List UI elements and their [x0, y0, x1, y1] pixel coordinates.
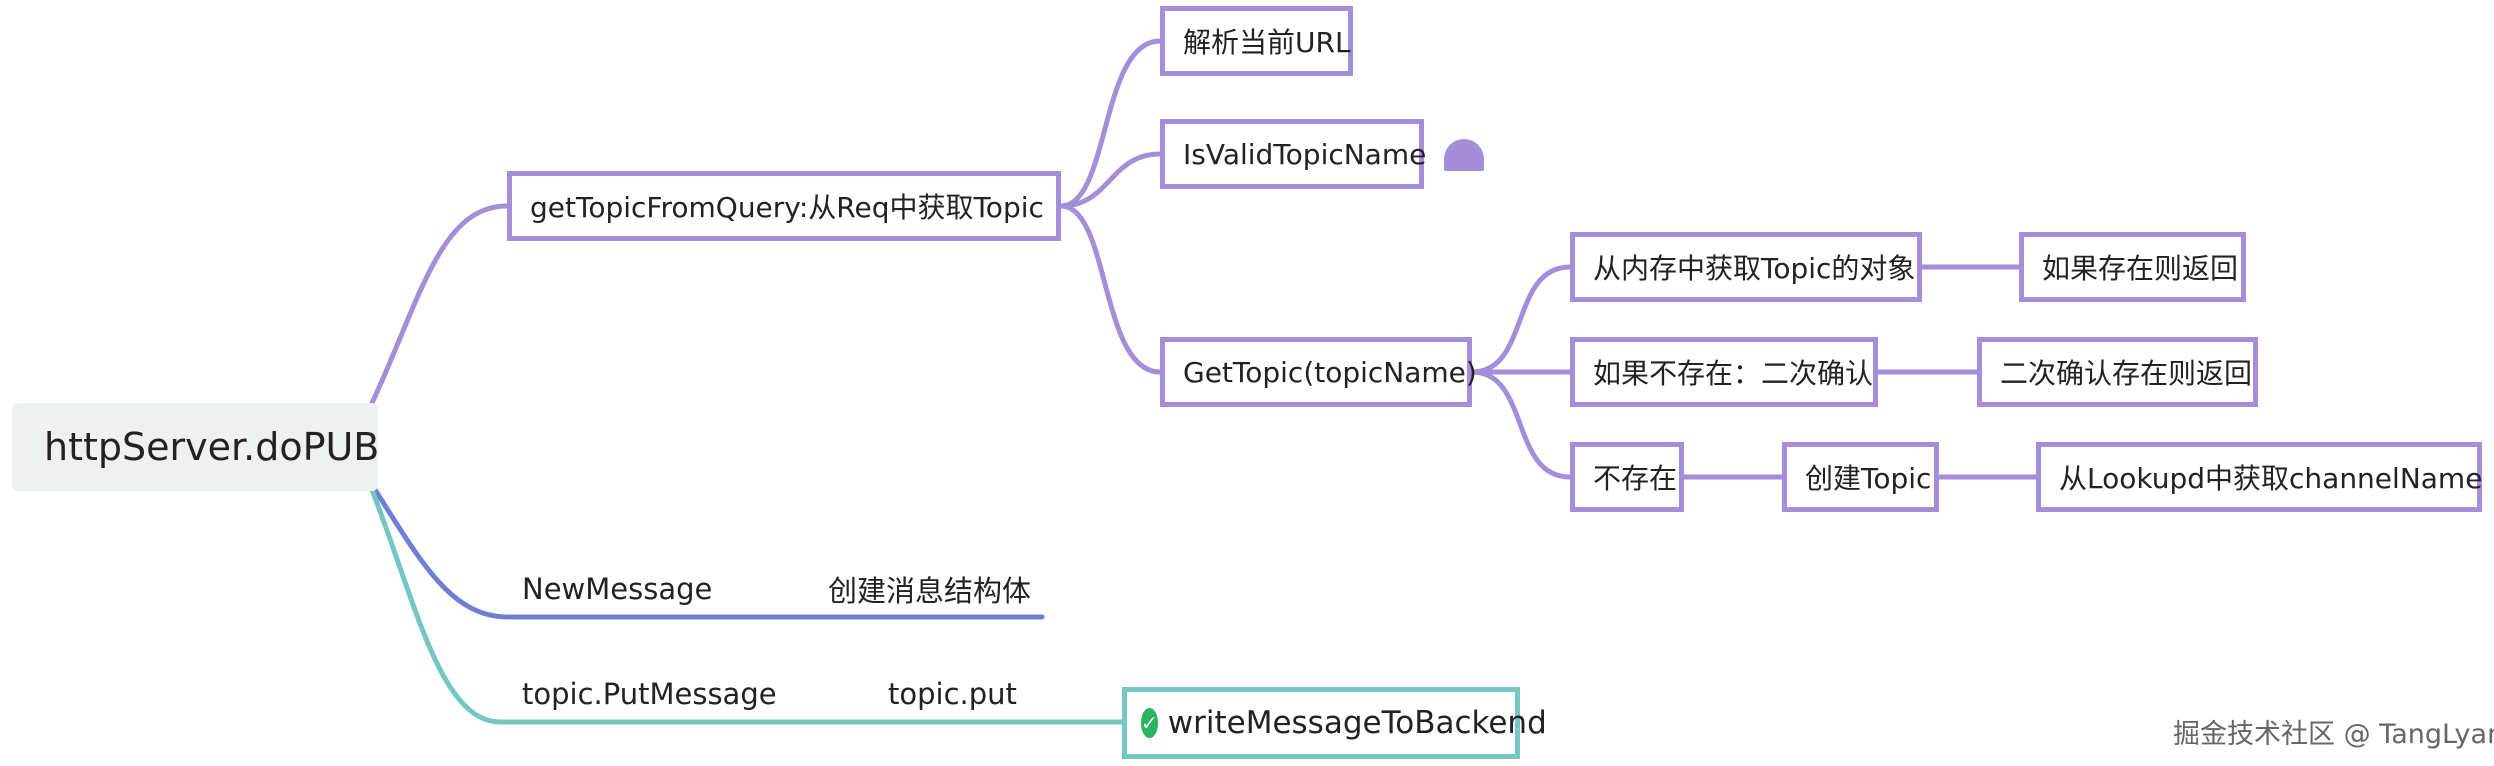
- root-label: httpServer.doPUB: [44, 425, 380, 469]
- node-topic-put-message[interactable]: topic.PutMessage: [522, 672, 777, 716]
- connector-branch1-parse-url: [1058, 38, 1163, 209]
- check-circle-icon: ✓: [1141, 708, 1158, 738]
- node-get-topic[interactable]: GetTopic(topicName): [1160, 337, 1477, 407]
- node-label: 创建Topic: [1805, 462, 1932, 495]
- connector-branch1-is-valid: [1058, 151, 1163, 209]
- node-from-memory[interactable]: 从内存中获取Topic的对象: [1570, 232, 1922, 302]
- node-not-exist[interactable]: 不存在: [1570, 442, 1684, 512]
- node-is-valid-topic-name[interactable]: IsValidTopicName: [1160, 119, 1427, 189]
- node-not-exist-confirm[interactable]: 如果不存在：二次确认: [1570, 337, 1878, 407]
- node-topic-put[interactable]: topic.put: [888, 672, 1017, 716]
- node-label: 如果不存在：二次确认: [1593, 357, 1874, 390]
- marker-icon: [1444, 139, 1484, 171]
- connector-get-topic-from-memory: [1469, 264, 1573, 375]
- connector-root-branch1: [369, 203, 510, 406]
- node-parse-url[interactable]: 解析当前URL: [1160, 6, 1353, 76]
- connector-root-branch2: [369, 482, 1045, 620]
- node-new-message[interactable]: NewMessage: [522, 567, 712, 611]
- watermark: 掘金技术社区 @ TangLyan: [2173, 719, 2494, 750]
- node-label: getTopicFromQuery:从Req中获取Topic: [530, 191, 1044, 224]
- node-label: 不存在: [1593, 462, 1678, 495]
- node-label: 从Lookupd中获取channelName: [2059, 462, 2483, 495]
- node-get-topic-from-query[interactable]: getTopicFromQuery:从Req中获取Topic: [507, 171, 1061, 241]
- node-create-topic[interactable]: 创建Topic: [1782, 442, 1939, 512]
- node-label: 二次确认存在则返回: [2000, 357, 2253, 390]
- node-label: writeMessageToBackend: [1167, 705, 1547, 741]
- connector-get-topic-not-exist: [1469, 369, 1573, 480]
- node-label: topic.put: [888, 677, 1017, 711]
- connector-branch1-get-topic: [1058, 203, 1163, 375]
- node-label: IsValidTopicName: [1183, 137, 1427, 171]
- connector-root-branch3: [369, 487, 1125, 725]
- node-label: 如果存在则返回: [2042, 252, 2239, 285]
- node-label: 创建消息结构体: [828, 574, 1032, 608]
- node-write-message-to-backend[interactable]: ✓ writeMessageToBackend: [1122, 687, 1547, 759]
- node-label: NewMessage: [522, 572, 713, 606]
- node-label: 解析当前URL: [1183, 26, 1351, 59]
- node-return-if-exists[interactable]: 如果存在则返回: [2019, 232, 2246, 302]
- node-from-lookupd[interactable]: 从Lookupd中获取channelName: [2036, 442, 2482, 512]
- node-confirm-return[interactable]: 二次确认存在则返回: [1977, 337, 2258, 407]
- node-create-struct[interactable]: 创建消息结构体: [828, 567, 1031, 611]
- node-label: 从内存中获取Topic的对象: [1593, 252, 1916, 285]
- root-node[interactable]: httpServer.doPUB: [12, 403, 380, 491]
- node-label: GetTopic(topicName): [1183, 355, 1477, 389]
- node-label: topic.PutMessage: [522, 677, 777, 711]
